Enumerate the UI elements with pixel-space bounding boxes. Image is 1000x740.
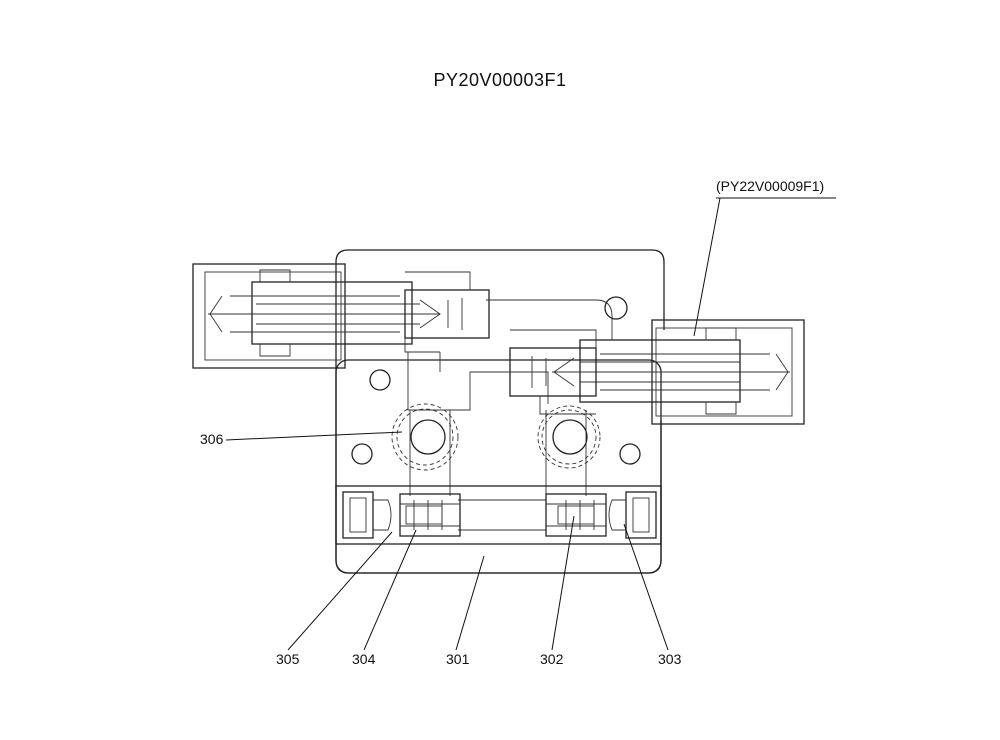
- valve-body-upper: [335, 249, 665, 330]
- mounting-hole: [619, 443, 641, 465]
- callout-306: 306: [200, 431, 224, 447]
- leader-304: [363, 529, 417, 651]
- drawing-title: PY20V00003F1: [433, 70, 567, 90]
- internal-passage: [407, 299, 613, 411]
- callout-302: 302: [540, 651, 564, 667]
- leader-302: [551, 515, 575, 651]
- valve-body-lower: [335, 262, 662, 574]
- leader-306: [225, 431, 403, 441]
- callout-303: 303: [658, 651, 682, 667]
- valve-block: [335, 359, 662, 574]
- reference-label: (PY22V00009F1): [716, 178, 825, 194]
- spool-bore: [335, 485, 662, 545]
- port-right: [537, 405, 601, 469]
- reference-leader: [693, 197, 836, 337]
- callout-304: 304: [352, 651, 376, 667]
- right-cartridge: [509, 319, 805, 425]
- leader-305: [287, 531, 393, 651]
- callout-305: 305: [276, 651, 300, 667]
- leader-303: [623, 523, 669, 651]
- port-left: [391, 403, 459, 471]
- vertical-bore-right: [545, 410, 587, 496]
- mounting-hole: [351, 443, 373, 465]
- leader-301: [455, 555, 485, 651]
- callout-301: 301: [446, 651, 470, 667]
- vertical-bore-left: [409, 410, 451, 496]
- mounting-hole: [604, 296, 628, 320]
- mounting-hole: [369, 369, 391, 391]
- left-cartridge: [192, 263, 490, 369]
